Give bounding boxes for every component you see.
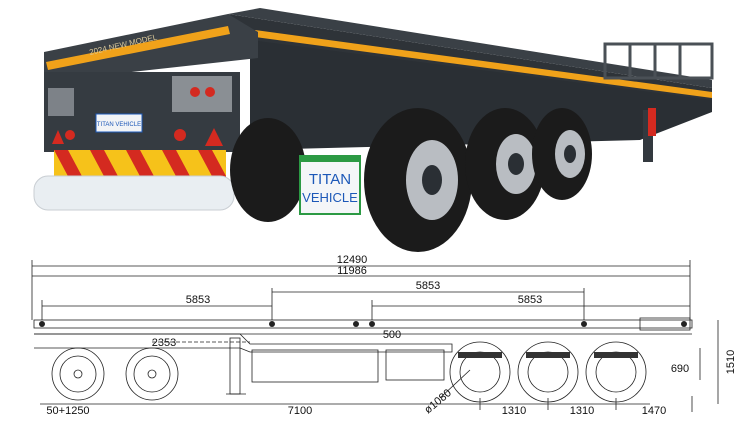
rear-sign (95, 113, 143, 133)
rear-tire-hidden (230, 118, 306, 222)
tire-3 (532, 108, 592, 200)
dim-kingpin-offset: 50+1250 (46, 405, 89, 417)
warning-triangle-left (52, 130, 64, 144)
rear-bumper (33, 175, 235, 211)
dim-axle-spacing-1: 1310 (502, 405, 526, 417)
red-marker (648, 108, 656, 136)
tail-lamp-3 (174, 129, 186, 141)
rear-sign-text: TITAN VEHICLE (97, 122, 141, 128)
dim-rear-height: 690 (671, 363, 689, 375)
dim-beam-height: 500 (383, 329, 401, 341)
mud-flap (299, 155, 361, 215)
dim-axle-spacing-2: 1310 (570, 405, 594, 417)
tail-lamp-2 (205, 87, 215, 97)
plate-line2: VEHICLE (302, 190, 358, 205)
rear-light-right (172, 76, 232, 112)
tail-lamp-1 (190, 87, 200, 97)
deck-fittings (39, 321, 687, 327)
deck-top (228, 8, 712, 88)
dim-span-mid: 5853 (416, 280, 440, 292)
deck-yellow-stripe (255, 30, 712, 98)
front-rack (603, 42, 714, 80)
side-view-drawing: 12490 11986 5853 5853 5853 2353 500 50+1… (0, 252, 750, 421)
dim-span-right: 5853 (518, 294, 542, 306)
plate-line1: TITAN (309, 171, 351, 188)
tire-1 (364, 108, 472, 252)
dim-landing-gear-offset: 2353 (152, 337, 176, 349)
warning-triangle-right (205, 128, 223, 146)
dim-first-axle: 7100 (288, 405, 312, 417)
rear-header-stripe (46, 26, 230, 70)
suspension-shading (458, 352, 638, 358)
chevron-bar (54, 150, 226, 180)
dim-frame-length: 11986 (337, 265, 367, 277)
tail-lamp-4 (65, 130, 75, 140)
dim-overall-length: 12490 (337, 254, 368, 266)
trailer-photo: 2024 NEW MODEL TITAN VEHICLE TITAN VEHIC… (33, 8, 714, 252)
rear-light-left (48, 88, 74, 116)
tire-2 (465, 108, 545, 220)
dim-rear-overhang: 1470 (642, 405, 666, 417)
dim-span-left: 5853 (186, 294, 210, 306)
mud-flap-band (300, 156, 360, 162)
dim-deck-height: 1510 (725, 350, 737, 374)
